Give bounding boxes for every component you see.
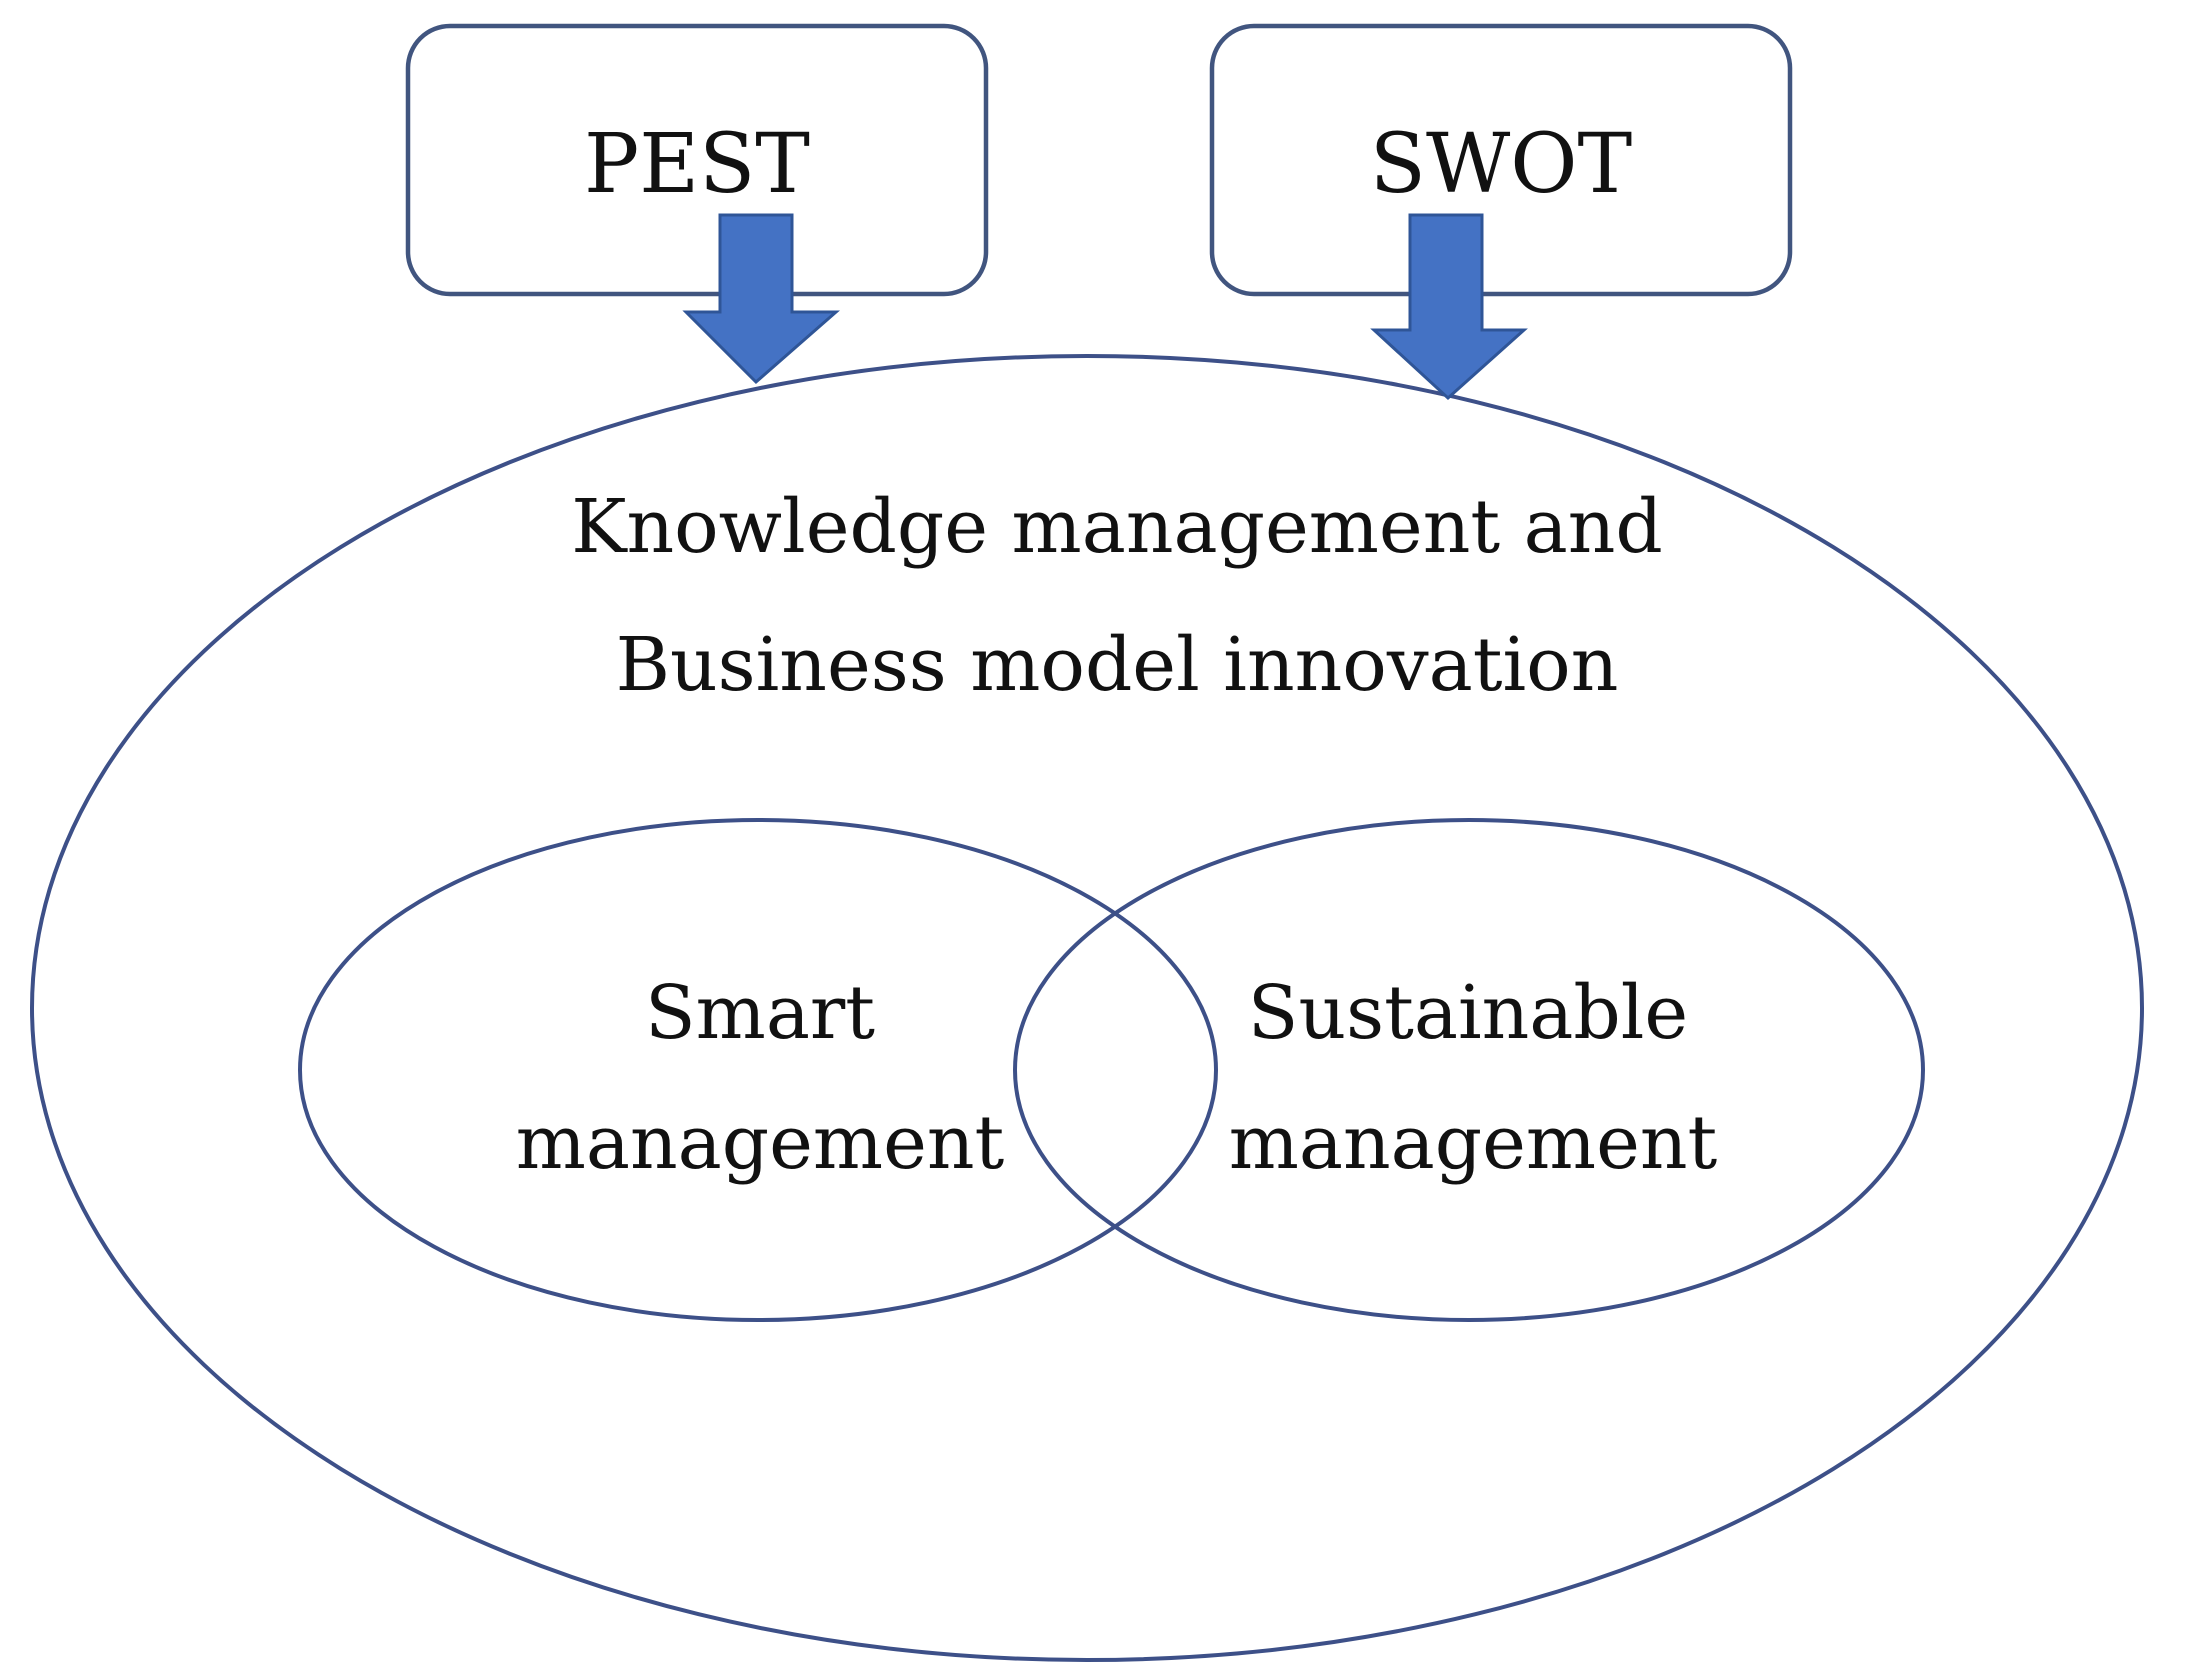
swot-arrow-down [1370,213,1528,401]
swot-label: SWOT [1370,117,1632,212]
sustainable-management-ellipse [1013,818,1925,1322]
sustainable-label-line1: Sustainable [1248,970,1688,1056]
outer-label-line1: Knowledge management and [571,484,1663,570]
outer-label-line2: Business model innovation [616,622,1619,708]
smart-label-line1: Smart [645,970,875,1056]
smart-label-line2: management [516,1100,1005,1186]
smart-management-ellipse [298,818,1218,1322]
pest-box: PEST [405,23,989,297]
swot-box: SWOT [1209,23,1793,297]
sustainable-label-line2: management [1229,1100,1718,1186]
outer-ellipse [30,354,2144,1662]
pest-arrow-down [682,213,840,385]
pest-label: PEST [584,117,810,212]
